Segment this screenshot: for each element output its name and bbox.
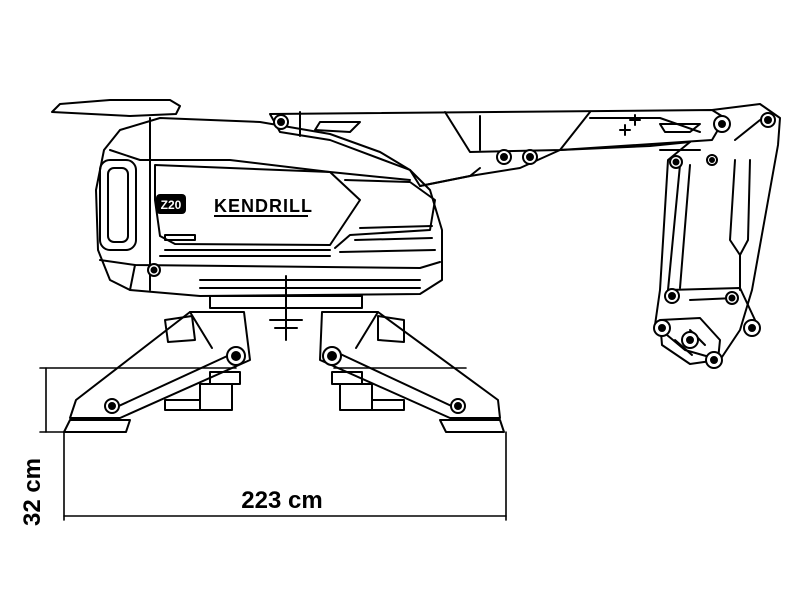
svg-text:Z20: Z20 <box>161 198 182 212</box>
top-cover <box>51 99 181 117</box>
dimension-lines <box>39 367 507 521</box>
height-dimension-label: 32 cm <box>19 458 46 526</box>
turntable <box>209 275 363 341</box>
right-rear-outrigger <box>331 315 405 411</box>
left-rear-outrigger <box>164 315 241 411</box>
width-dimension-label: 223 cm <box>241 487 322 514</box>
brand-logo: KENDRILL <box>214 196 313 217</box>
svg-text:KENDRILL: KENDRILL <box>214 196 313 216</box>
boom-arm <box>269 109 726 187</box>
dipper-arm <box>654 103 781 361</box>
pivot-pins <box>104 112 776 414</box>
right-front-outrigger <box>319 311 505 433</box>
machine-body <box>95 117 443 297</box>
left-front-outrigger <box>63 311 251 433</box>
model-badge: Z20 <box>156 194 186 214</box>
rear-grille <box>99 159 137 251</box>
